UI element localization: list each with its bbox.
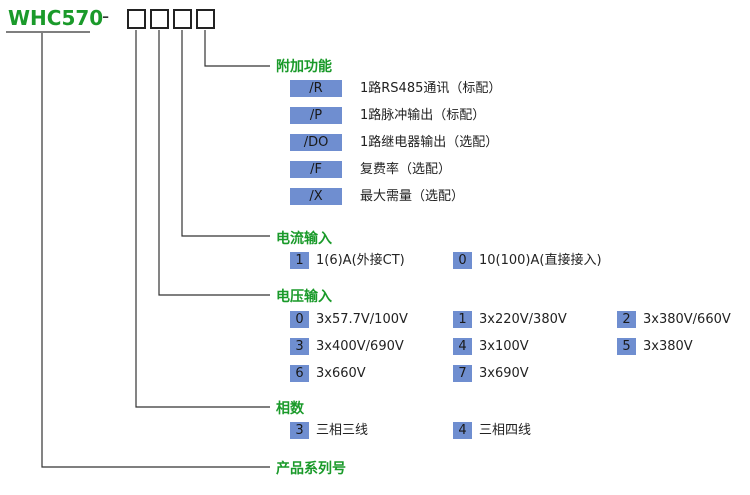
phases-code-tag: 3	[290, 422, 309, 439]
voltage-label: 3x660V	[316, 366, 366, 381]
function-connector	[204, 30, 270, 67]
current-title: 电流输入	[276, 231, 332, 247]
voltage-code-tag: 1	[453, 311, 472, 328]
voltage-code-tag: 6	[290, 365, 309, 382]
model-name: WHC570	[8, 6, 104, 30]
voltage-label: 3x690V	[479, 366, 529, 381]
function-label: 最大需量（选配）	[360, 189, 465, 204]
voltage-label: 3x220V/380V	[479, 312, 567, 327]
code-box-1	[127, 9, 146, 29]
phases-title: 相数	[276, 401, 304, 417]
function-code-tag: /R	[290, 80, 342, 97]
function-code-tag: /X	[290, 188, 342, 205]
function-code-tag: /DO	[290, 134, 342, 151]
series-connector	[41, 33, 270, 468]
function-label: 1路RS485通讯（标配）	[360, 81, 502, 96]
voltage-label: 3x380V	[643, 339, 693, 354]
voltage-label: 3x100V	[479, 339, 529, 354]
voltage-title: 电压输入	[276, 289, 332, 305]
code-box-2	[150, 9, 169, 29]
phases-label: 三相四线	[479, 423, 532, 438]
phases-label: 三相三线	[316, 423, 369, 438]
function-label: 1路继电器输出（选配）	[360, 135, 499, 150]
function-code-tag: /F	[290, 161, 342, 178]
current-code-tag: 0	[453, 252, 472, 269]
phases-connector	[135, 30, 270, 408]
voltage-code-tag: 5	[617, 338, 636, 355]
current-code-tag: 1	[290, 252, 309, 269]
voltage-label: 3x400V/690V	[316, 339, 404, 354]
voltage-code-tag: 7	[453, 365, 472, 382]
model-dash: -	[102, 4, 110, 28]
functions-title: 附加功能	[276, 59, 332, 75]
series-title: 产品系列号	[276, 461, 346, 477]
code-box-3	[173, 9, 192, 29]
current-label: 10(100)A(直接接入)	[479, 253, 602, 268]
voltage-label: 3x380V/660V	[643, 312, 731, 327]
current-label: 1(6)A(外接CT)	[316, 253, 405, 268]
voltage-code-tag: 3	[290, 338, 309, 355]
function-code-tag: /P	[290, 107, 342, 124]
voltage-code-tag: 4	[453, 338, 472, 355]
function-label: 1路脉冲输出（标配）	[360, 108, 486, 123]
voltage-connector	[158, 30, 270, 296]
function-label: 复费率（选配）	[360, 162, 452, 177]
current-connector	[181, 30, 270, 237]
phases-code-tag: 4	[453, 422, 472, 439]
voltage-label: 3x57.7V/100V	[316, 312, 408, 327]
voltage-code-tag: 2	[617, 311, 636, 328]
voltage-code-tag: 0	[290, 311, 309, 328]
code-box-4	[196, 9, 215, 29]
